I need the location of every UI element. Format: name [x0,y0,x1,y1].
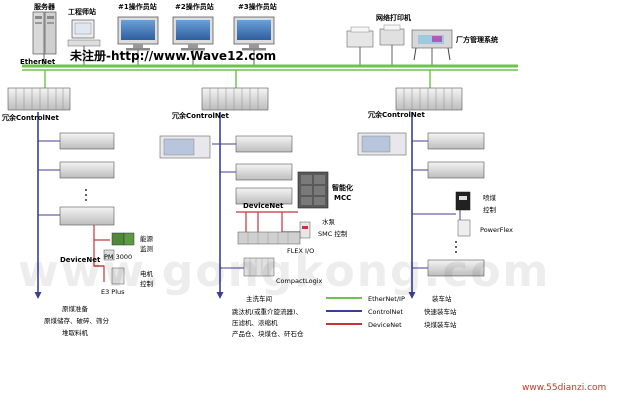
devicenet-label-center: DeviceNet [243,202,284,210]
powerflex-drive-icon [457,219,471,237]
e3plus-relay-icon [111,267,125,285]
left-area-line-3: 堆取料机 [62,328,89,337]
io-rack-right-3 [427,259,485,277]
operator-station-3-icon [233,16,275,51]
controller-rack-center [201,87,269,111]
controller-rack-left [7,87,71,111]
io-rack-right-1 [427,132,485,150]
operator-station-3-label: #3操作员站 [238,2,277,11]
left-area-line-1: 原煤准备 [62,304,89,313]
legend-controlnet-label: ControlNet [368,308,403,316]
right-area-line-1: 装车站 [432,294,452,303]
server-label: 服务器 [34,2,56,11]
controlnet-label-left: 冗余ControlNet [2,113,60,122]
pump-label: 水泵 [322,217,336,226]
flex-io-icon [237,231,301,245]
pm3000-label: PM 3000 [104,253,132,261]
io-rack-left-3 [59,206,115,226]
coal-spray-label-1: 喷煤 [483,193,497,202]
devicenet-center [236,211,300,233]
server-icon [32,11,57,55]
io-rack-left-1 [59,132,115,150]
flex-io-label: FLEX I/O [287,247,314,255]
io-rack-center-2 [235,163,293,181]
coal-spray-label-2: 控制 [483,205,497,214]
legend-devicenet-label: DeviceNet [368,321,402,329]
center-area-line-1: 主洗车间 [246,294,272,303]
right-area-line-2: 快速装车站 [424,307,457,316]
factory-mgmt-label: 厂方管理系统 [456,35,498,44]
ethernet-drops [44,70,431,88]
watermark-gongkong: www.gongkong.com [18,246,550,297]
ellipsis-dots [85,189,87,201]
center-area-line-4: 产品仓、块煤仓、矸石仓 [232,329,304,338]
compactlogix-label: CompactLogix [276,277,322,285]
io-rack-center-3 [235,187,293,205]
right-area-line-3: 块煤装车站 [424,320,457,329]
smc-controller-icon [299,221,311,239]
devicenet-label-left: DeviceNet [60,256,101,264]
watermark-site: www.55dianzi.com [522,383,606,393]
mcc-label-2: MCC [334,194,351,202]
arrow-down-icon [34,292,42,299]
network-printer-label: 网络打印机 [376,13,411,22]
network-printer-icon [346,24,405,48]
energy-label-1: 能源 [140,234,154,243]
controller-rack-right [395,87,463,111]
energy-label-2: 监测 [140,244,154,253]
operator-station-1-icon [117,16,159,51]
controlnet-branches [38,140,428,269]
arrow-down-icon [216,292,224,299]
operator-station-2-icon [172,16,214,51]
motor-label-2: 控制 [140,279,154,288]
controlnet-label-center: 冗余ControlNet [172,111,230,120]
hmi-panel-center [159,135,211,159]
motor-label-1: 电机 [140,269,154,278]
hmi-panel-right [357,132,407,156]
mcc-label-1: 智能化 [332,183,353,192]
engineering-station-label: 工程师站 [68,7,96,16]
arrow-down-icon [408,292,416,299]
energy-monitor-icon [111,232,135,246]
compactlogix-icon [243,257,275,277]
devicenet-left [93,225,110,282]
operator-station-1-label: #1操作员站 [118,2,157,11]
plotter-icon [411,29,453,61]
ethernet-label: EtherNet [20,58,56,66]
left-area-line-2: 原煤储存、破碎、筛分 [44,316,110,325]
engineering-station-icon [67,19,101,47]
controlnet-label-right: 冗余ControlNet [368,110,426,119]
top-drops [43,45,433,66]
io-rack-right-2 [427,161,485,179]
powerflex-label: PowerFlex [480,226,513,234]
center-area-line-2: 跳汰机(或重介旋流器)、 [232,307,302,316]
io-rack-left-2 [59,161,115,179]
smc-label: SMC 控制 [318,229,348,238]
center-area-line-3: 压滤机、浓缩机 [232,318,278,327]
controlnet-branches-right-devices [412,210,461,220]
ellipsis-dots [455,241,457,253]
legend: EtherNet/IP ControlNet DeviceNet [326,295,405,329]
operator-station-2-label: #2操作员站 [175,2,214,11]
coal-spray-device-icon [455,191,471,211]
pm3000-meter-icon [103,249,115,261]
e3plus-label: E3 Plus [101,288,125,296]
legend-ethernet-label: EtherNet/IP [368,295,405,303]
watermark-url-text: 未注册-http://www.Wave12.com [69,48,276,63]
mcc-cabinet-icon [297,171,329,209]
io-rack-center-1 [235,135,293,153]
